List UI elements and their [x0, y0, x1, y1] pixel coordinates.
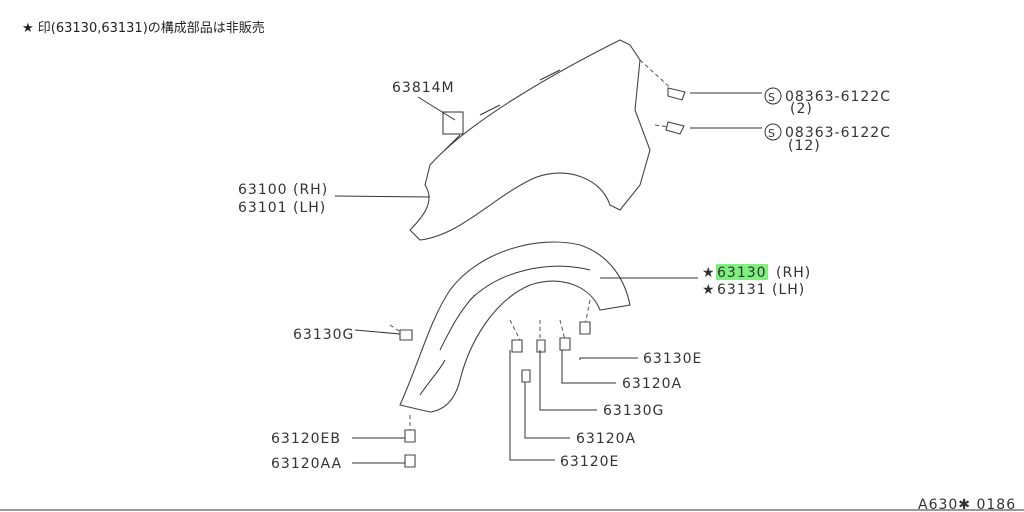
label-63120EB: 63120EB — [271, 431, 341, 447]
label-liner-rh-side: (RH) — [776, 265, 811, 281]
label-liner-lh: 63131 (LH) — [717, 282, 805, 298]
label-63130E: 63130E — [643, 351, 702, 367]
label-bolt-1-qty: (2) — [790, 101, 813, 117]
label-liner-rh[interactable]: 63130 — [717, 265, 767, 281]
label-63130G-left: 63130G — [293, 327, 354, 343]
star-icon: ★ — [702, 282, 716, 298]
label-63814M: 63814M — [392, 80, 455, 96]
non-sale-note: ★ 印(63130,63131)の構成部品は非販売 — [22, 20, 265, 36]
label-63120A-2: 63120A — [576, 431, 636, 447]
highlight-63130 — [716, 264, 768, 280]
label-63120AA: 63120AA — [271, 456, 342, 472]
label-bolt-1: 08363-6122C — [785, 89, 891, 105]
star-icon: ★ — [702, 265, 716, 281]
label-63130G-right: 63130G — [603, 403, 664, 419]
s-standard-part-icon — [764, 123, 782, 141]
label-bolt-2: 08363-6122C — [785, 125, 891, 141]
s-standard-part-icon — [764, 87, 782, 105]
label-fender-lh: 63101 (LH) — [238, 200, 326, 216]
label-63120A-1: 63120A — [622, 376, 682, 392]
s-mark: S — [768, 91, 776, 104]
bolts-drawing — [665, 87, 686, 135]
fender-liner-drawing — [389, 241, 631, 468]
bracket-63814M — [442, 111, 464, 135]
label-fender-rh: 63100 (RH) — [238, 182, 328, 198]
diagram-code: A630✱ 0186 — [918, 497, 1016, 512]
label-bolt-2-qty: (12) — [788, 138, 821, 154]
front-fender-drawing — [409, 39, 686, 241]
s-mark: S — [768, 127, 776, 140]
label-63120E: 63120E — [560, 454, 619, 470]
